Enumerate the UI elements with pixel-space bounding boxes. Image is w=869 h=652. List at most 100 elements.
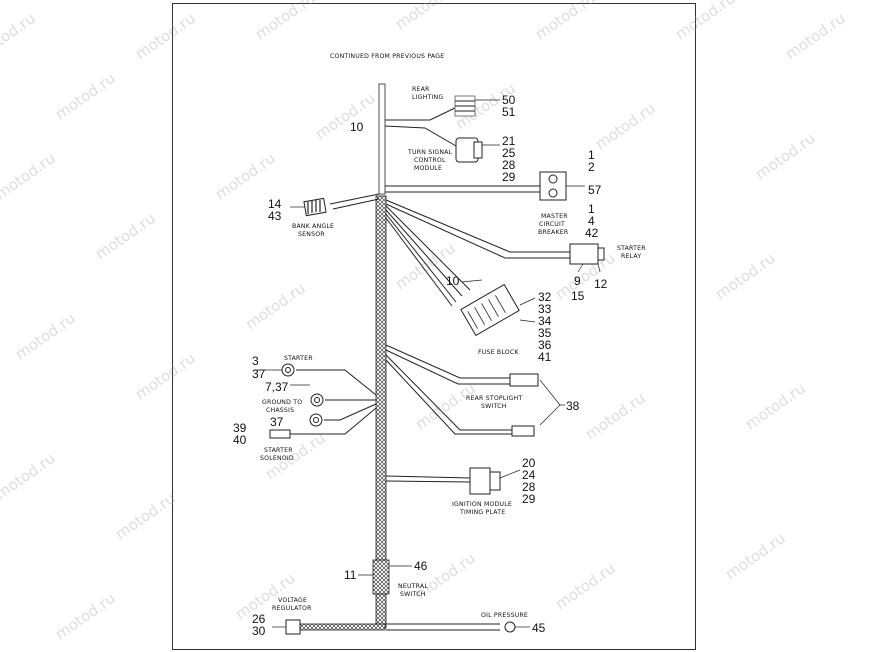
starter-branches [255,363,377,439]
ignition-module-connector [469,467,491,495]
oil-pressure-switch [504,621,516,633]
ref-number: 7,37 [265,380,289,394]
voltage-regulator-connector [285,619,301,635]
ref-number: 1 [588,202,595,216]
watermark: motod.ru [582,389,649,443]
harness-upper-tube [378,83,386,195]
ref-number: 4 [588,214,595,228]
ref-number: 35 [538,326,552,340]
rear-stoplight-branch [385,344,565,437]
fuse-block [460,283,520,337]
rear-stoplight-connector-upper [509,373,539,387]
ref-number: 26 [252,612,266,626]
bank-angle-label: SENSOR [298,231,325,238]
bank-angle-label: BANK ANGLE [292,223,334,230]
oil-pressure-branch [386,621,530,633]
neutral-switch-loom [372,559,390,595]
ref-number: 38 [566,399,580,413]
ref-number: 50 [502,93,516,107]
oil-pressure-label: OIL PRESSURE [481,612,528,619]
watermark: motod.ru [52,589,119,643]
fuse-block-label: FUSE BLOCK [478,349,519,356]
rear-lighting-label: LIGHTING [412,94,443,101]
watermark: motod.ru [92,209,159,263]
watermark: motod.ru [722,529,789,583]
watermark: motod.ru [312,89,379,143]
ref-number: 3 [252,354,259,368]
watermark: motod.ru [712,249,779,303]
ignition-label: IGNITION MODULE [452,501,512,508]
starter-solenoid-connector [269,429,291,439]
ref-number: 21 [502,134,516,148]
fuse-block-branch [385,205,536,337]
starter-solenoid-label: SOLENOID [260,455,294,462]
component-labels: CONTINUED FROM PREVIOUS PAGE REAR LIGHTI… [260,53,646,619]
turn-signal-label: TURN SIGNAL [407,149,453,156]
watermark: motod.ru [0,149,59,203]
watermark: motod.ru [742,379,809,433]
master-breaker-label: MASTER [541,213,568,220]
watermark: motod.ru [412,379,479,433]
watermark: motod.ru [242,279,309,333]
rear-stoplight-connector-lower [511,425,535,437]
bank-angle-branch [290,193,380,217]
neutral-switch-branch [358,565,412,576]
ref-number: 42 [585,226,599,240]
watermark: motod.ru [0,449,59,503]
ref-number: 1 [588,148,595,162]
diagram-frame [172,3,696,650]
ref-number: 15 [571,289,585,303]
starter-relay-branch [385,199,605,273]
neutral-switch-label: NEUTRAL [398,583,428,590]
ref-number: 14 [268,197,282,211]
ref-number: 9 [574,274,581,288]
starter-solenoid-label: STARTER [264,447,293,454]
ref-number: 32 [538,290,552,304]
watermark: motod.ru [752,129,819,183]
rear-lighting-label: REAR [412,86,430,93]
rear-stoplight-label: REAR STOPLIGHT [466,395,522,402]
ref-number: 29 [522,492,536,506]
watermark: motod.ru [672,0,739,43]
starter-relay-label: STARTER [617,245,646,252]
ref-number: 2 [588,160,595,174]
master-breaker-branch [385,171,585,201]
ref-number: 12 [594,277,608,291]
ref-number: 10 [446,274,460,288]
ref-number: 51 [502,105,516,119]
ref-number: 28 [522,480,536,494]
ref-number: 37 [270,415,284,429]
master-breaker-label: CIRCUIT [539,221,565,228]
master-breaker-label: BREAKER [538,229,569,236]
ref-number: 11 [344,568,357,582]
watermark: motod.ru [52,69,119,123]
ref-number: 20 [522,456,536,470]
starter-relay [569,243,599,265]
main-harness [294,83,390,631]
watermark: motod.ru [112,489,179,543]
rear-lighting-branch [385,95,500,121]
ground-label: CHASSIS [266,407,294,414]
watermark: motod.ru [592,99,659,153]
turn-signal-branch [384,125,500,163]
ref-number: 40 [233,433,247,447]
starter-relay-label: RELAY [621,253,641,260]
ref-number: 39 [233,421,247,435]
ground-label: GROUND TO [262,399,302,406]
voltage-regulator-label: REGULATOR [272,605,312,612]
ignition-label: TIMING PLATE [459,509,505,516]
watermark: motod.ru [0,9,39,63]
harness-bottom-loom [294,623,386,631]
neutral-switch-label: SWITCH [400,591,426,598]
ref-number: 33 [538,302,552,316]
ref-number: 46 [414,559,428,573]
watermark: motod.ru [132,9,199,63]
ref-number: 34 [538,314,552,328]
ref-number: 10 [350,120,364,134]
continued-label: CONTINUED FROM PREVIOUS PAGE [330,53,444,60]
watermark: motod.ru [132,349,199,403]
ref-number: 30 [252,624,266,638]
ref-number: 57 [588,183,602,197]
watermark: motod.ru [392,0,459,33]
